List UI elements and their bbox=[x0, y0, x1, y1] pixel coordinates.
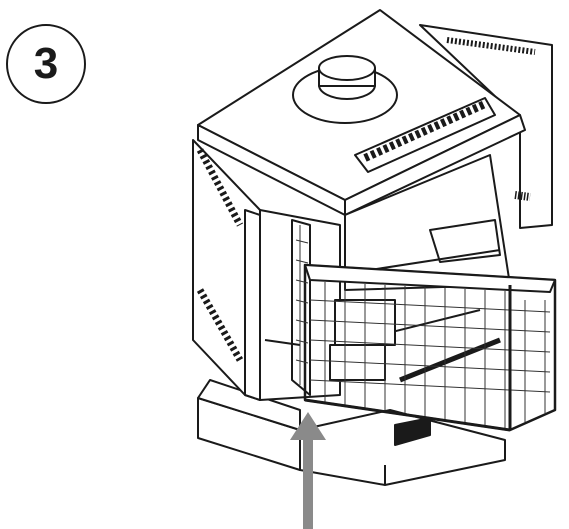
fireplace-screen bbox=[291, 219, 557, 432]
step-badge: 3 bbox=[6, 24, 86, 104]
left-side-panel bbox=[192, 139, 261, 401]
stove-top bbox=[197, 9, 526, 216]
step-number: 3 bbox=[33, 39, 59, 88]
